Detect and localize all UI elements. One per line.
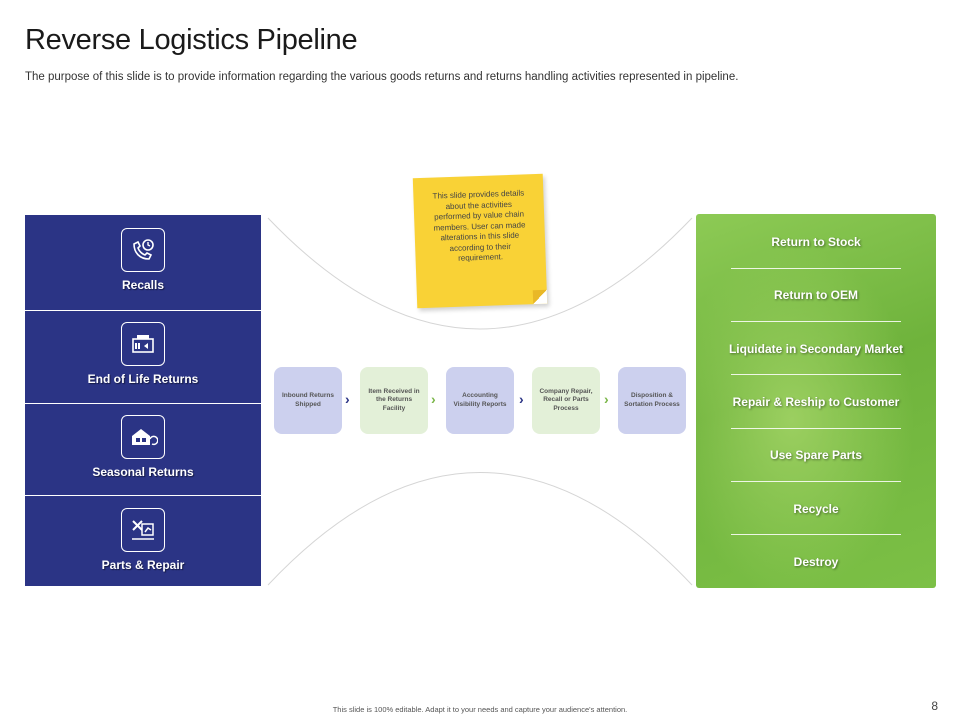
divider bbox=[25, 495, 261, 496]
disposition-item[interactable]: Use Spare Parts bbox=[769, 448, 863, 462]
page-subtitle: The purpose of this slide is to provide … bbox=[25, 71, 739, 83]
return-types-panel: Recalls End of Life Returns Seasonal Ret… bbox=[25, 215, 261, 586]
disposition-item[interactable]: Liquidate in Secondary Market bbox=[728, 342, 904, 356]
disposition-options-panel: Return to Stock Return to OEM Liquidate … bbox=[696, 214, 936, 588]
page-title: Reverse Logistics Pipeline bbox=[25, 24, 358, 56]
phone-recall-icon bbox=[121, 228, 165, 272]
disposition-item[interactable]: Recycle bbox=[793, 502, 839, 516]
chevron-right-icon: › bbox=[519, 391, 524, 407]
chevron-right-icon: › bbox=[604, 391, 609, 407]
disposition-item[interactable]: Return to OEM bbox=[774, 288, 858, 302]
return-type-label: Seasonal Returns bbox=[92, 465, 194, 479]
disposition-item[interactable]: Return to Stock bbox=[771, 235, 861, 249]
divider bbox=[731, 374, 901, 375]
process-step-inbound: Inbound Returns Shipped bbox=[274, 367, 342, 434]
chevron-right-icon: › bbox=[431, 391, 436, 407]
divider bbox=[25, 403, 261, 404]
divider bbox=[731, 481, 901, 482]
tools-icon bbox=[121, 508, 165, 552]
return-type-parts-repair[interactable]: Parts & Repair bbox=[25, 495, 261, 572]
truck-return-icon bbox=[121, 322, 165, 366]
return-type-label: Parts & Repair bbox=[101, 558, 185, 572]
sticky-note-fold bbox=[532, 289, 548, 305]
divider bbox=[731, 534, 901, 535]
process-step-accounting: Accounting Visibility Reports bbox=[446, 367, 514, 434]
disposition-item[interactable]: Repair & Reship to Customer bbox=[732, 395, 900, 409]
return-type-seasonal[interactable]: Seasonal Returns bbox=[25, 402, 261, 479]
page-number: 8 bbox=[931, 699, 938, 713]
sticky-note: This slide provides details about the ac… bbox=[412, 173, 548, 309]
process-step-repair: Company Repair, Recall or Parts Process bbox=[532, 367, 600, 434]
return-type-label: End of Life Returns bbox=[87, 372, 199, 386]
divider bbox=[731, 268, 901, 269]
chevron-right-icon: › bbox=[345, 391, 350, 407]
sticky-note-text: This slide provides details about the ac… bbox=[432, 188, 526, 263]
process-step-received: Item Received in the Returns Facility bbox=[360, 367, 428, 434]
divider bbox=[731, 428, 901, 429]
divider bbox=[731, 321, 901, 322]
divider bbox=[25, 310, 261, 311]
footer-note: This slide is 100% editable. Adapt it to… bbox=[332, 705, 628, 714]
return-type-recalls[interactable]: Recalls bbox=[25, 215, 261, 292]
return-type-label: Recalls bbox=[121, 278, 165, 292]
return-type-end-of-life[interactable]: End of Life Returns bbox=[25, 309, 261, 386]
warehouse-return-icon bbox=[121, 415, 165, 459]
disposition-item[interactable]: Destroy bbox=[793, 555, 839, 569]
process-step-disposition: Disposition & Sortation Process bbox=[618, 367, 686, 434]
